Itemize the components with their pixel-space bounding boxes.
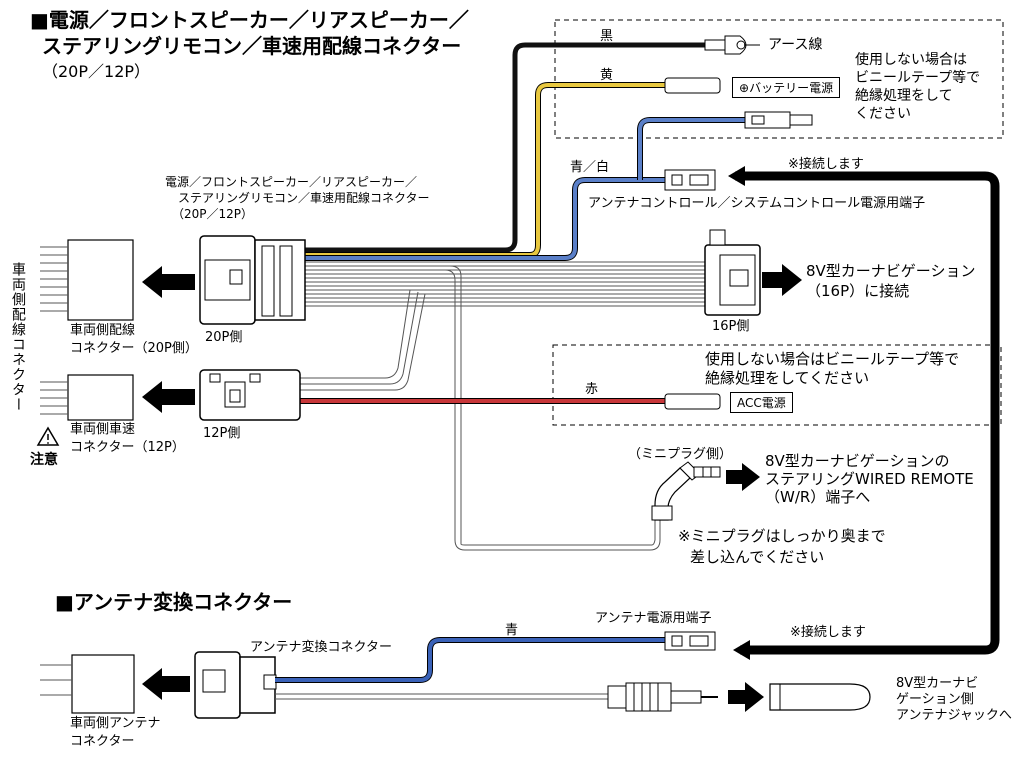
connector-20p <box>199 235 306 325</box>
antenna-converter-label: アンテナ変換コネクター <box>250 640 392 655</box>
vehicle-antenna-label-line1: 車両側アンテナ <box>70 716 161 731</box>
center-label-line3: （20P／12P） <box>172 207 254 221</box>
plus-symbol: ⊕ <box>739 81 750 95</box>
nav-connect-line1: 8V型カーナビゲーション <box>806 262 976 280</box>
wire-blue-white-label: 青／白 <box>570 160 610 175</box>
mini-plug <box>651 461 721 521</box>
vehicle-side-vertical-label: 車両側配線コネクター <box>10 262 26 412</box>
arrow-to-vehicle-antenna <box>142 668 190 700</box>
mini-plug-note-line2: 差し込んでください <box>690 548 825 566</box>
mini-plug-note-line1: ※ミニプラグはしっかり奥まで <box>678 527 886 545</box>
earth-terminal <box>704 35 760 55</box>
antenna-control-terminal-label: アンテナコントロール／システムコントロール電源用端子 <box>588 196 926 211</box>
vehicle-20p-label-line1: 車両側配線 <box>70 323 136 338</box>
wire-red-label: 赤 <box>585 382 599 397</box>
label-12p-side: 12P側 <box>203 426 241 441</box>
antenna-power-terminal-label: アンテナ電源用端子 <box>595 611 712 626</box>
vehicle-connector-20p <box>40 239 134 321</box>
unused-note-mid-line2: 絶縁処理をしてください <box>705 369 870 387</box>
unused-note-top-line1: 使用しない場合は <box>855 52 967 68</box>
connector-16p <box>704 229 761 316</box>
unused-note-mid-line1: 使用しない場合はビニールテープ等で <box>705 350 960 368</box>
antenna-jack-label-line1: 8V型カーナビ <box>896 676 979 691</box>
main-title-line3: （20P／12P） <box>42 62 151 81</box>
steering-connect-line2: ステアリングWIRED REMOTE <box>765 470 974 488</box>
yellow-wire <box>305 82 665 258</box>
vehicle-antenna-label-line2: コネクター <box>70 734 135 749</box>
antenna-converter-connector <box>194 651 277 719</box>
connect-note-top: ※接続します <box>788 157 864 172</box>
connect-loop-wire <box>735 171 1000 655</box>
connector-12p <box>199 369 301 421</box>
battery-power-box: ⊕バッテリー電源 <box>732 77 841 98</box>
wire-black-label: 黒 <box>600 29 614 44</box>
unused-note-box-mid <box>552 344 1002 426</box>
steering-connect-line1: 8V型カーナビゲーションの <box>765 452 950 470</box>
label-16p-side: 16P側 <box>712 319 750 334</box>
vehicle-connector-12p <box>40 374 134 421</box>
earth-wire-label: アース線 <box>768 37 823 53</box>
unused-note-top-line3: 絶縁処理をして <box>855 88 953 104</box>
wire-yellow-label: 黄 <box>600 68 614 83</box>
main-title-line2: ステアリングリモコン／車速用配線コネクター <box>42 34 462 58</box>
wire-blue-label: 青 <box>505 623 519 638</box>
vehicle-12p-label-line1: 車両側車速 <box>70 422 136 437</box>
mini-plug-side-label: （ミニプラグ側） <box>628 447 733 462</box>
arrow-to-vehicle-12p <box>142 381 195 413</box>
antenna-plug <box>607 682 718 712</box>
arrow-to-antenna-jack <box>728 682 764 712</box>
center-label-line1: 電源／フロントスピーカー／リアスピーカー／ <box>165 175 418 189</box>
antenna-power-terminal <box>664 631 716 651</box>
antenna-jack-label-line2: ゲーション側 <box>896 692 974 707</box>
acc-terminal <box>664 393 721 410</box>
arrow-to-vehicle-20p <box>142 266 195 298</box>
vehicle-20p-label-line2: コネクター（20P側） <box>70 341 198 356</box>
antenna-control-terminal <box>664 169 716 191</box>
battery-terminal <box>664 77 721 94</box>
unused-note-top-line2: ビニールテープ等で <box>855 70 981 86</box>
antenna-title: ■アンテナ変換コネクター <box>55 590 293 614</box>
arrow-to-nav-16p <box>762 264 802 296</box>
main-harness <box>300 261 705 551</box>
nav-connect-line2: （16P）に接続 <box>806 282 910 300</box>
arrow-to-steering <box>726 463 760 491</box>
caution-label: 注意 <box>30 452 58 468</box>
label-20p-side: 20P側 <box>205 330 243 345</box>
center-label-line2: ステアリングリモコン／車速用配線コネクター <box>178 191 430 205</box>
battery-power-label: バッテリー電源 <box>749 81 834 95</box>
antenna-coax-wire <box>275 693 610 700</box>
vehicle-12p-label-line2: コネクター（12P） <box>70 440 185 455</box>
acc-power-box: ACC電源 <box>730 392 793 413</box>
blue-white-upper-terminal <box>744 111 813 129</box>
antenna-jack-label-line3: アンテナジャックへ <box>896 708 1012 723</box>
main-title-line1: ■電源／フロントスピーカー／リアスピーカー／ <box>30 8 469 32</box>
steering-connect-line3: （W/R）端子へ <box>765 488 871 506</box>
connect-note-bottom: ※接続します <box>790 625 866 640</box>
black-wire <box>305 42 705 253</box>
vehicle-antenna-connector <box>40 654 135 714</box>
unused-note-box-top <box>554 19 1004 139</box>
antenna-jack <box>769 683 871 711</box>
unused-note-top-line4: ください <box>855 106 911 122</box>
caution-icon <box>36 426 60 446</box>
